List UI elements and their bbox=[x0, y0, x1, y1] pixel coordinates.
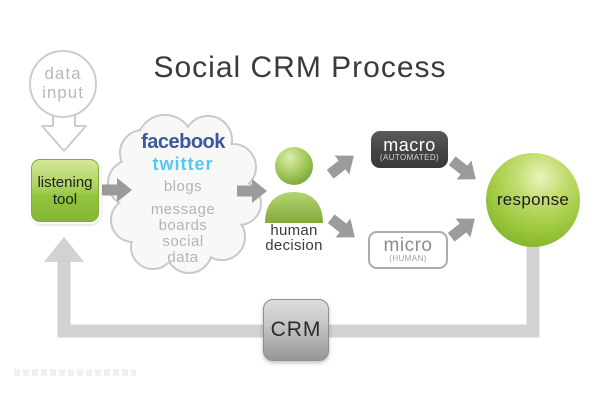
macro-node: macro (AUTOMATED) bbox=[371, 131, 448, 168]
crm-node: CRM bbox=[263, 299, 329, 361]
data-input-balloon bbox=[29, 50, 97, 152]
message-boards-label: message boards bbox=[150, 201, 216, 234]
social-data-label: social data bbox=[162, 233, 204, 266]
listening-tool-node: listening tool bbox=[31, 159, 99, 222]
arrow-macro-to-response-icon bbox=[444, 151, 484, 189]
micro-sublabel: (HUMAN) bbox=[389, 253, 427, 263]
macro-label: macro bbox=[383, 134, 436, 155]
data-input-label: data input bbox=[42, 64, 84, 102]
arrow-micro-to-response-icon bbox=[443, 209, 483, 247]
feedback-arrow-up-icon bbox=[44, 237, 84, 262]
blogs-label: blogs bbox=[163, 178, 203, 195]
social-media-cloud bbox=[107, 114, 262, 274]
human-decision-label: human decision bbox=[265, 222, 323, 254]
micro-node: micro (HUMAN) bbox=[368, 231, 448, 269]
macro-sublabel: (AUTOMATED) bbox=[379, 152, 440, 162]
page-title: Social CRM Process bbox=[153, 51, 447, 84]
facebook-logo-text: facebook bbox=[141, 131, 225, 153]
micro-label: micro bbox=[383, 234, 433, 256]
twitter-logo-text: twitter bbox=[152, 154, 214, 174]
arrow-human-to-macro-icon bbox=[322, 146, 362, 184]
watermark bbox=[14, 369, 136, 376]
response-node: response bbox=[486, 153, 580, 247]
person-icon bbox=[265, 147, 323, 223]
